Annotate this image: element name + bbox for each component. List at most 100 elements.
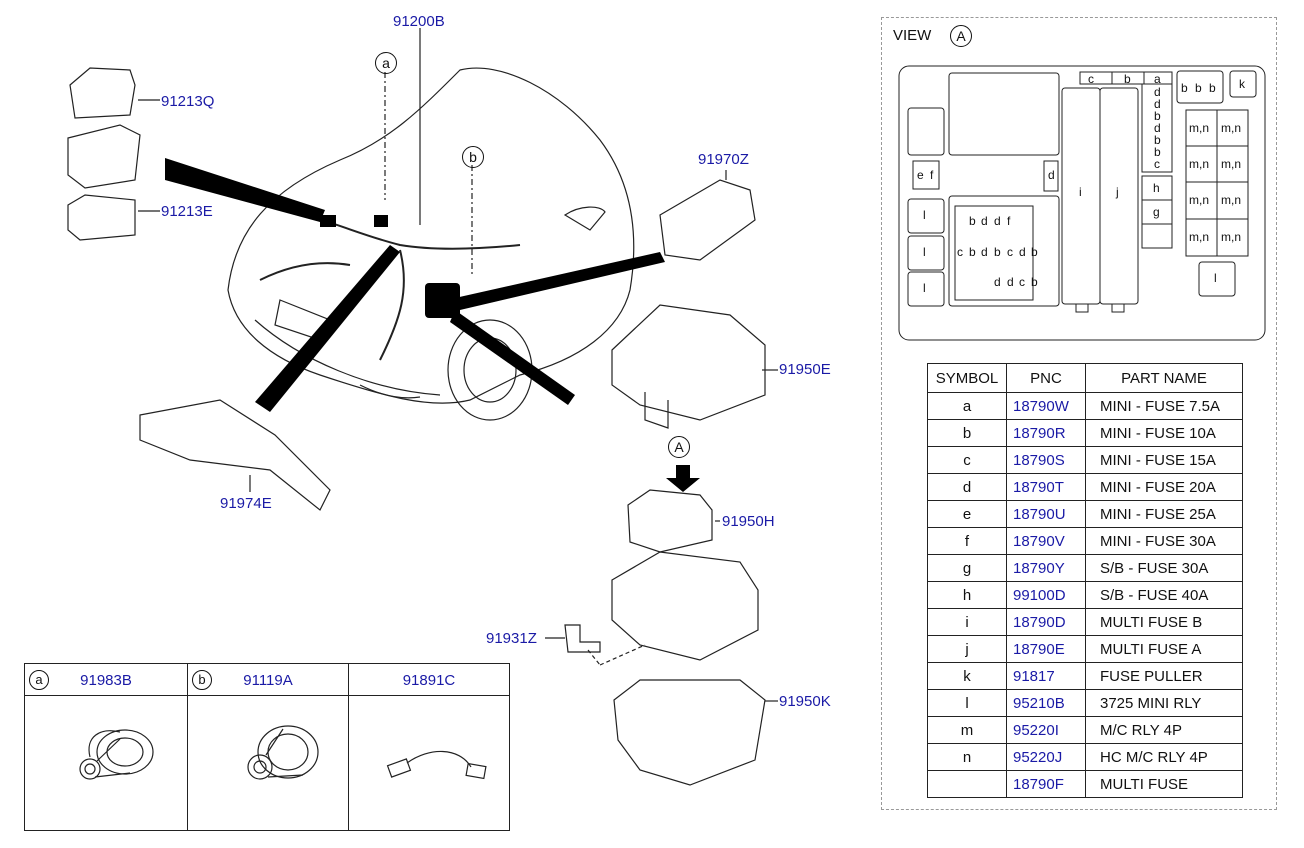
part-pnc-link[interactable]: 18790V: [1006, 527, 1086, 555]
accessory-pnc-c[interactable]: 91891C: [402, 672, 456, 689]
part-symbol: d: [927, 473, 1007, 501]
sensor-cable-illustration: [386, 750, 487, 780]
callout-91200B[interactable]: 91200B: [393, 13, 445, 30]
part-name: MINI - FUSE 15A: [1085, 446, 1243, 474]
accessory-pnc-b[interactable]: 91119A: [243, 672, 293, 689]
grid-r2-4: b: [994, 245, 1001, 259]
col-pnc: PNC: [1006, 363, 1086, 393]
part-pnc-link[interactable]: 18790T: [1006, 473, 1086, 501]
relay-6: m,n: [1221, 193, 1242, 207]
part-symbol: h: [927, 581, 1007, 609]
part-pnc-link[interactable]: 18790W: [1006, 392, 1086, 420]
callout-91950E[interactable]: 91950E: [779, 361, 831, 378]
accessory-head-a: a 91983B: [25, 664, 187, 696]
part-pnc-link[interactable]: 18790U: [1006, 500, 1086, 528]
fuse-col-1: d: [1154, 85, 1161, 99]
accessory-col-c: 91891C: [349, 664, 509, 830]
part-symbol: n: [927, 743, 1007, 771]
relay-l-left-3: l: [923, 281, 926, 295]
part-pnc-link[interactable]: 18790F: [1006, 770, 1086, 798]
part-name: MINI - FUSE 10A: [1085, 419, 1243, 447]
callout-91213Q[interactable]: 91213Q: [161, 93, 215, 110]
part-symbol: k: [927, 662, 1007, 690]
grid-r1-1: b: [969, 214, 976, 228]
pointer-stroke-relaybox: [455, 252, 665, 310]
col-symbol: SYMBOL: [927, 363, 1007, 393]
part-name: MULTI FUSE A: [1085, 635, 1243, 663]
callout-91213E[interactable]: 91213E: [161, 203, 213, 220]
part-name: MINI - FUSE 25A: [1085, 500, 1243, 528]
pointer-stroke-lower: [450, 310, 575, 405]
fuse-col-2: d: [1154, 97, 1161, 111]
accessory-pnc-a[interactable]: 91983B: [80, 672, 132, 689]
callout-91950H[interactable]: 91950H: [722, 513, 775, 530]
relay-8: m,n: [1221, 230, 1242, 244]
pointer-stroke-fusebox: [165, 158, 325, 222]
fuse-puller-k: k: [1239, 77, 1245, 91]
grid-r1-3: d: [994, 214, 1001, 228]
relay-l-left-2: l: [923, 245, 926, 259]
accessory-table: a 91983B b 91119A 91891C: [24, 663, 510, 831]
fuse-g: g: [1153, 205, 1160, 219]
fuse-top-b: b: [1124, 72, 1131, 86]
multi-fuse-j: j: [1116, 185, 1119, 199]
callout-91974E[interactable]: 91974E: [220, 495, 272, 512]
fuse-col-6: b: [1154, 145, 1161, 159]
detail-marker-b[interactable]: b: [462, 146, 484, 168]
part-pnc-link[interactable]: 18790Y: [1006, 554, 1086, 582]
fuse-top-a: a: [1154, 72, 1161, 86]
part-symbol: a: [927, 392, 1007, 420]
part-name: HC M/C RLY 4P: [1085, 743, 1243, 771]
part-symbol: e: [927, 500, 1007, 528]
part-name: MINI - FUSE 20A: [1085, 473, 1243, 501]
relay-1: m,n: [1189, 121, 1210, 135]
fuse-col-4: d: [1154, 121, 1161, 135]
relay-4: m,n: [1221, 157, 1242, 171]
grid-r3-4: b: [1031, 275, 1038, 289]
grommet-b-illustration: [247, 725, 319, 780]
part-name: S/B - FUSE 30A: [1085, 554, 1243, 582]
part-name: MULTI FUSE: [1085, 770, 1243, 798]
accessory-head-b: b 91119A: [188, 664, 348, 696]
part-pnc-link[interactable]: 18790D: [1006, 608, 1086, 636]
part-pnc-link[interactable]: 95210B: [1006, 689, 1086, 717]
grid-r2-2: b: [969, 245, 976, 259]
part-name: M/C RLY 4P: [1085, 716, 1243, 744]
part-pnc-link[interactable]: 95220J: [1006, 743, 1086, 771]
fuse-col-7: c: [1154, 157, 1160, 171]
part-pnc-link[interactable]: 18790R: [1006, 419, 1086, 447]
part-pnc-link[interactable]: 95220I: [1006, 716, 1086, 744]
part-pnc-link[interactable]: 91817: [1006, 662, 1086, 690]
part-pnc-link[interactable]: 18790S: [1006, 446, 1086, 474]
part-name: FUSE PULLER: [1085, 662, 1243, 690]
detail-marker-a[interactable]: a: [375, 52, 397, 74]
part-symbol: i: [927, 608, 1007, 636]
callout-91970Z[interactable]: 91970Z: [698, 151, 749, 168]
part-symbol: c: [927, 446, 1007, 474]
part-pnc-link[interactable]: 99100D: [1006, 581, 1086, 609]
view-marker-A[interactable]: A: [668, 436, 690, 458]
car-body-outline: [227, 67, 635, 404]
part-symbol: m: [927, 716, 1007, 744]
fuse-d-mid: d: [1048, 168, 1055, 182]
relay-2: m,n: [1221, 121, 1242, 135]
part-symbol: b: [927, 419, 1007, 447]
callout-91931Z[interactable]: 91931Z: [486, 630, 537, 647]
part-symbol: [927, 770, 1007, 798]
grid-r1-4: f: [1007, 214, 1011, 228]
callout-91950K[interactable]: 91950K: [779, 693, 831, 710]
relay-l-right: l: [1214, 271, 1217, 285]
accessory-col-a: a 91983B: [25, 664, 188, 830]
part-pnc-link[interactable]: 18790E: [1006, 635, 1086, 663]
